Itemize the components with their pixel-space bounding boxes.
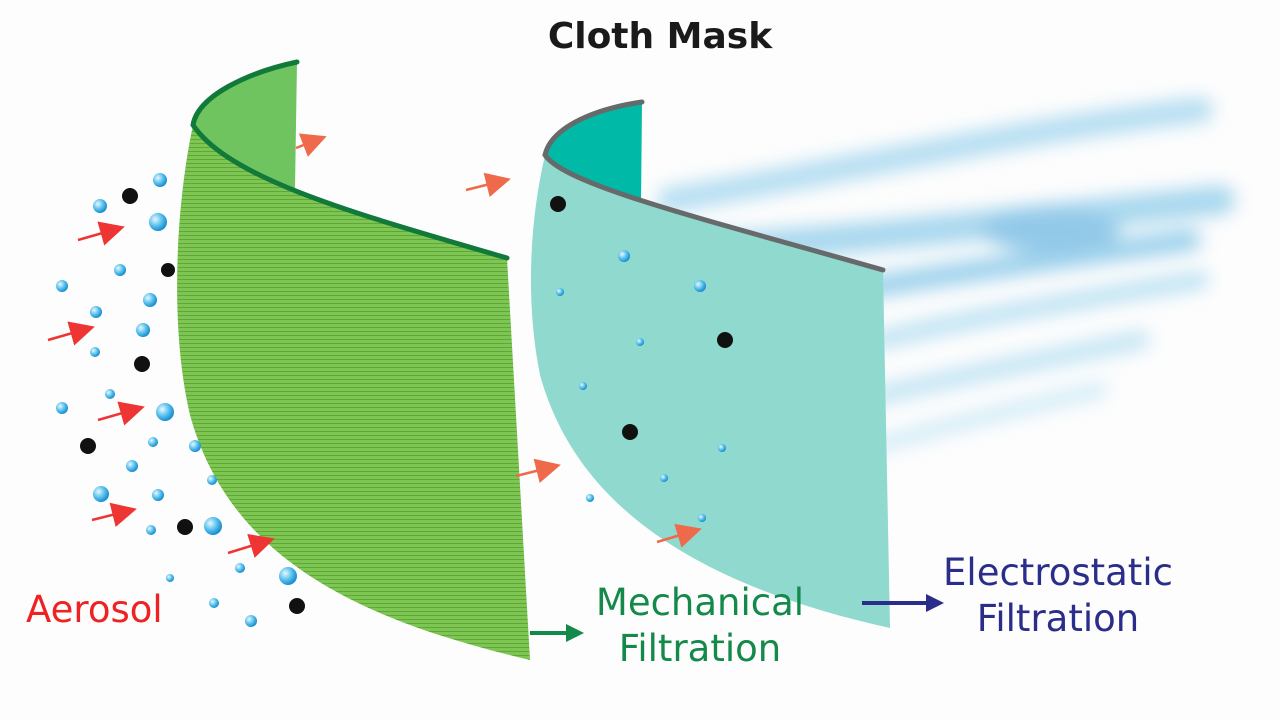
droplet-particle [148, 437, 158, 447]
flow-arrow [465, 172, 511, 197]
droplet-particle [694, 280, 706, 292]
electrostatic-label-line-2: Filtration [976, 597, 1140, 640]
mechanical-arrow-head [566, 624, 584, 642]
mechanical-layer-sheet [177, 125, 530, 660]
flow-arrow [97, 401, 145, 426]
solid-particle [717, 332, 733, 348]
droplet-particle [153, 173, 167, 187]
droplet-particle [189, 440, 201, 452]
electrostatic-layer [530, 99, 890, 628]
droplet-particle [166, 574, 174, 582]
droplet-particle [105, 389, 115, 399]
droplet-particle [90, 347, 100, 357]
droplet-particle [636, 338, 644, 346]
solid-particle [622, 424, 638, 440]
electrostatic-arrow-head [926, 594, 944, 612]
mechanical-filtration-label: Mechanical Filtration [560, 580, 840, 672]
droplet-particle [204, 517, 222, 535]
droplet-particle [90, 306, 102, 318]
droplet-particle [149, 213, 167, 231]
solid-particle [134, 356, 150, 372]
flow-arrow [656, 523, 702, 548]
electrostatic-label-line-1: Electrostatic [943, 551, 1173, 594]
electrostatic-layer-edge [542, 99, 886, 273]
flow-arrow [227, 533, 275, 558]
droplet-particle [579, 382, 587, 390]
solid-particle [289, 598, 305, 614]
droplet-particle [618, 250, 630, 262]
flow-arrow-group [47, 133, 702, 558]
solid-particle [550, 196, 566, 212]
droplet-particle [660, 474, 668, 482]
droplet-particle [698, 514, 706, 522]
solid-particle [161, 263, 175, 277]
aerosol-label: Aerosol [26, 588, 163, 631]
mechanical-layer [177, 59, 530, 660]
diagram-title: Cloth Mask [547, 16, 773, 57]
droplet-particle [586, 494, 594, 502]
electrostatic-filtration-label: Electrostatic Filtration [918, 550, 1198, 642]
droplet-particle [146, 525, 156, 535]
droplet-particle [93, 199, 107, 213]
droplet-particle [93, 486, 109, 502]
mechanical-layer-edge [190, 59, 510, 261]
particle-group [56, 173, 733, 627]
droplet-particle [245, 615, 257, 627]
droplet-particle [207, 475, 217, 485]
droplet-particle [279, 567, 297, 585]
droplet-particle [143, 293, 157, 307]
mechanical-label-line-1: Mechanical [595, 581, 805, 624]
flow-arrow [91, 502, 137, 527]
droplet-particle [126, 460, 138, 472]
droplet-particle [718, 444, 726, 452]
droplet-particle [114, 264, 126, 276]
droplet-particle [56, 280, 68, 292]
droplet-particle [556, 288, 564, 296]
droplet-particle [152, 489, 164, 501]
flow-arrow [295, 133, 327, 157]
solid-particle [177, 519, 193, 535]
droplet-particle [156, 403, 174, 421]
droplet-particle [209, 598, 219, 608]
flow-arrow [47, 321, 95, 346]
electrostatic-layer-sheet [530, 155, 890, 628]
mechanical-label-line-2: Filtration [618, 627, 782, 670]
solid-particle [122, 188, 138, 204]
solid-particle [80, 438, 96, 454]
droplet-particle [136, 323, 150, 337]
flow-arrow [77, 221, 125, 246]
mechanical-layer-inner-rim [193, 62, 297, 188]
droplet-particle [235, 563, 245, 573]
droplet-particle [56, 402, 68, 414]
flow-arrow [515, 458, 561, 483]
